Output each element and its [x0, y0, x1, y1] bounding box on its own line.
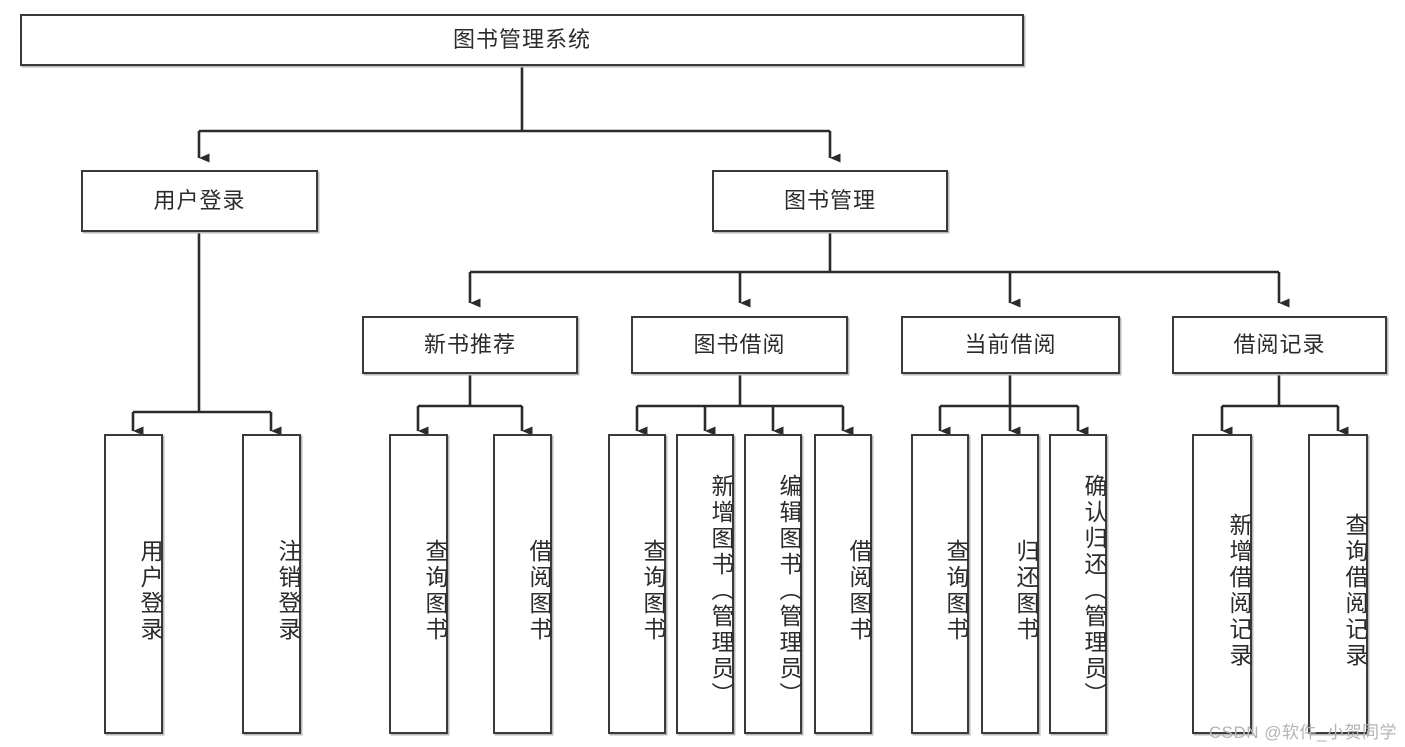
leaf-query-record[interactable]: 查询借阅记录 — [1308, 434, 1368, 734]
node-new-book-recommend-label: 新书推荐 — [423, 332, 516, 357]
leaf-return-book[interactable]: 归还图书 — [981, 434, 1039, 734]
leaf-query-book-2-label: 查询图书 — [640, 539, 666, 643]
node-book-borrow[interactable]: 图书借阅 — [631, 316, 848, 374]
leaf-add-record-label: 新增借阅记录 — [1226, 513, 1252, 669]
node-current-borrow-label: 当前借阅 — [964, 332, 1057, 357]
node-root-label: 图书管理系统 — [452, 27, 591, 52]
leaf-query-book-3-label: 查询图书 — [943, 539, 969, 643]
node-book-borrow-label: 图书借阅 — [693, 332, 786, 357]
leaf-borrow-book-2[interactable]: 借阅图书 — [814, 434, 872, 734]
node-user-login[interactable]: 用户登录 — [81, 170, 318, 232]
leaf-borrow-book-1-label: 借阅图书 — [526, 539, 552, 643]
leaf-query-book-1-label: 查询图书 — [422, 539, 448, 643]
leaf-query-book-2[interactable]: 查询图书 — [608, 434, 666, 734]
leaf-query-book-3[interactable]: 查询图书 — [911, 434, 969, 734]
leaf-logout-login-label: 注销登录 — [275, 539, 301, 643]
leaf-add-record[interactable]: 新增借阅记录 — [1192, 434, 1252, 734]
node-book-manage-label: 图书管理 — [783, 188, 876, 213]
node-root[interactable]: 图书管理系统 — [20, 14, 1024, 66]
leaf-return-book-label: 归还图书 — [1013, 539, 1039, 643]
leaf-user-login[interactable]: 用户登录 — [104, 434, 163, 734]
csdn-watermark: CSDN @软件_小贺同学 — [1208, 723, 1397, 742]
leaf-borrow-book-2-label: 借阅图书 — [846, 539, 872, 643]
leaf-confirm-return-label: 确认归还（管理员） — [1081, 474, 1107, 708]
node-new-book-recommend[interactable]: 新书推荐 — [362, 316, 578, 374]
leaf-edit-book-label: 编辑图书（管理员） — [776, 474, 802, 708]
node-borrow-record[interactable]: 借阅记录 — [1172, 316, 1387, 374]
leaf-query-book-1[interactable]: 查询图书 — [389, 434, 448, 734]
leaf-edit-book[interactable]: 编辑图书（管理员） — [744, 434, 802, 734]
node-user-login-label: 用户登录 — [153, 188, 246, 213]
leaf-user-login-label: 用户登录 — [137, 539, 163, 643]
leaf-query-record-label: 查询借阅记录 — [1342, 513, 1368, 669]
node-borrow-record-label: 借阅记录 — [1233, 332, 1326, 357]
leaf-logout-login[interactable]: 注销登录 — [242, 434, 301, 734]
leaf-add-book[interactable]: 新增图书（管理员） — [676, 434, 734, 734]
leaf-add-book-label: 新增图书（管理员） — [708, 474, 734, 708]
leaf-borrow-book-1[interactable]: 借阅图书 — [493, 434, 552, 734]
leaf-confirm-return[interactable]: 确认归还（管理员） — [1049, 434, 1107, 734]
node-current-borrow[interactable]: 当前借阅 — [901, 316, 1120, 374]
node-book-manage[interactable]: 图书管理 — [712, 170, 948, 232]
